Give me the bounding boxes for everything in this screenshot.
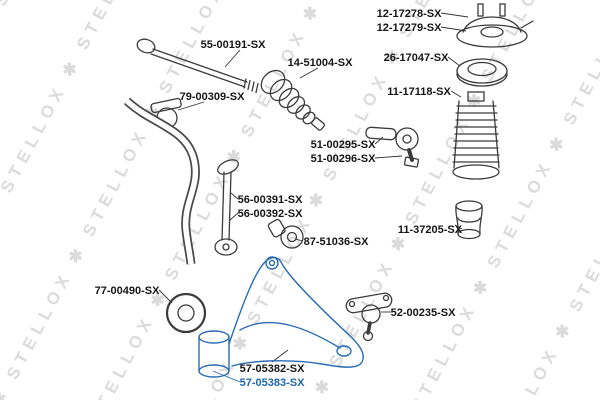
strut-mount-drawing	[456, 3, 534, 48]
inner-tie-rod-drawing	[136, 38, 259, 94]
label-11-17118[interactable]: 11-17118-SX	[387, 86, 451, 98]
tie-rod-end-drawing	[365, 126, 420, 168]
label-79-00309[interactable]: 79-00309-SX	[180, 91, 245, 103]
label-11-37205[interactable]: 11-37205-SX	[398, 224, 463, 236]
part-labels: 55-00191-SX 79-00309-SX 14-51004-SX 12-1…	[95, 8, 463, 389]
bump-stop-drawing	[455, 200, 483, 240]
dust-boot-drawing	[452, 91, 500, 180]
label-12-17279[interactable]: 12-17279-SX	[377, 22, 442, 34]
label-51-00296[interactable]: 51-00296-SX	[311, 153, 376, 165]
label-55-00191[interactable]: 55-00191-SX	[201, 39, 266, 51]
label-12-17278[interactable]: 12-17278-SX	[377, 8, 442, 20]
ball-joint-drawing	[345, 292, 393, 342]
control-arm-drawing	[198, 256, 364, 378]
spring-seat-drawing	[456, 58, 508, 87]
label-57-05383-highlighted[interactable]: 57-05383-SX	[240, 377, 305, 389]
label-57-05382[interactable]: 57-05382-SX	[240, 363, 305, 375]
label-77-00490[interactable]: 77-00490-SX	[95, 285, 160, 297]
label-26-17047[interactable]: 26-17047-SX	[384, 52, 449, 64]
arm-bushing-drawing	[267, 218, 304, 249]
stabilizer-bar-drawing	[123, 97, 200, 265]
control-arm-bushing-drawing	[165, 292, 207, 334]
label-87-51036[interactable]: 87-51036-SX	[304, 236, 369, 248]
label-56-00391[interactable]: 56-00391-SX	[238, 194, 303, 206]
label-51-00295[interactable]: 51-00295-SX	[311, 139, 376, 151]
label-52-00235[interactable]: 52-00235-SX	[391, 307, 456, 319]
label-14-51004[interactable]: 14-51004-SX	[288, 57, 353, 69]
label-56-00392[interactable]: 56-00392-SX	[238, 208, 303, 220]
stabilizer-link-drawing	[214, 159, 239, 256]
steering-boot-drawing	[260, 69, 325, 131]
